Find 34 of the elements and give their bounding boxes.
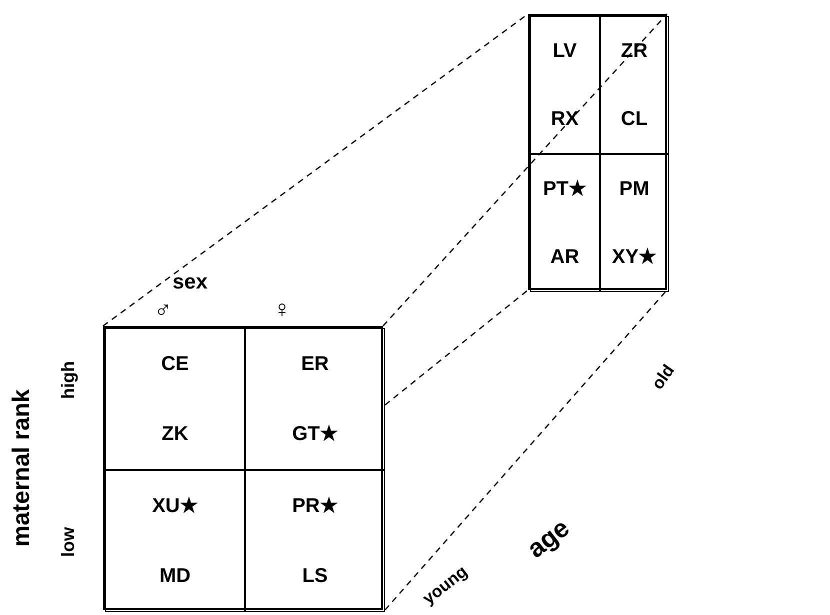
cell-code: PM xyxy=(619,179,650,199)
grid-cell xyxy=(530,16,600,154)
cell-code: XY★ xyxy=(612,247,657,267)
cell-code: ZK xyxy=(162,424,188,444)
cell-code: ER xyxy=(301,354,329,374)
cell-code: GT★ xyxy=(292,424,338,444)
cell-code: LS xyxy=(302,566,328,586)
grid-cell xyxy=(105,470,245,612)
cell-code: MD xyxy=(159,566,191,586)
grid-cell xyxy=(245,328,385,470)
axis-label: ♂ xyxy=(154,298,172,322)
axis-label: age xyxy=(522,514,574,562)
cell-code: PR★ xyxy=(292,496,338,516)
cell-code: RX xyxy=(550,109,579,129)
axis-label: ♀ xyxy=(273,298,291,322)
grid-cell xyxy=(600,154,669,292)
cell-code: ZR xyxy=(620,41,648,61)
grid-cell xyxy=(105,328,245,470)
cell-code: PT★ xyxy=(542,179,587,199)
cell-code: CL xyxy=(620,109,648,129)
axis-label: high xyxy=(59,361,77,399)
grid-box xyxy=(103,326,383,610)
cell-code: LV xyxy=(552,41,577,61)
cell-code: XU★ xyxy=(152,496,198,516)
axis-label: maternal rank xyxy=(10,389,34,547)
grid-box xyxy=(528,14,667,290)
axis-label: low xyxy=(59,527,77,557)
grid-cell xyxy=(600,16,669,154)
grid-cell xyxy=(245,470,385,612)
cell-code: CE xyxy=(161,354,189,374)
grid-cell xyxy=(530,154,600,292)
axis-label: sex xyxy=(172,272,208,292)
axis-label: old xyxy=(648,362,678,392)
cell-code: AR xyxy=(550,247,580,267)
